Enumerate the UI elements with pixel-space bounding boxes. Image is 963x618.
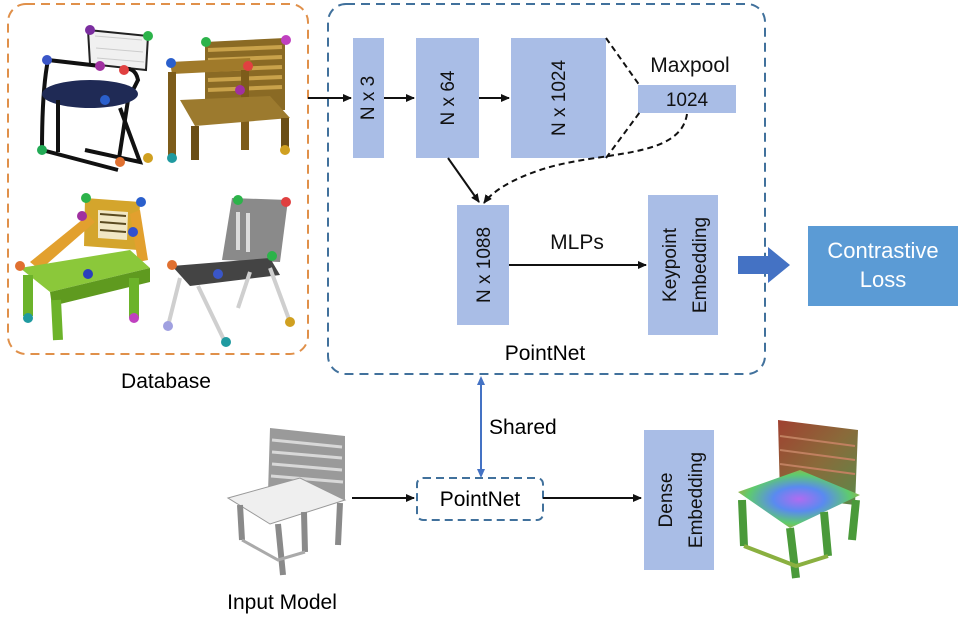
block-maxpool-label: 1024 [666, 90, 709, 111]
block-keypoint-label-1: Keypoint [660, 227, 681, 302]
contrastive-loss-line-2: Loss [860, 267, 906, 292]
contrastive-loss-line-1: Contrastive [827, 238, 938, 263]
input-model-label: Input Model [227, 591, 337, 614]
pointnet-top-frame [327, 3, 766, 375]
dashed-nx1024-to-maxpool-bottom [605, 111, 641, 159]
database-frame [7, 3, 309, 355]
block-nx1088-label: N x 1088 [474, 227, 495, 303]
arrow-nx64-to-nx1088 [447, 157, 480, 203]
block-keypoint-embedding [648, 195, 718, 335]
arrow-to-contrastive-loss [738, 247, 790, 283]
block-nx1024-label: N x 1024 [549, 60, 570, 136]
shared-label: Shared [489, 416, 557, 439]
pointnet-bottom-box [416, 477, 544, 521]
block-nx1024 [511, 38, 606, 158]
block-dense-label-1: Dense [656, 473, 677, 528]
block-keypoint-label-2: Embedding [690, 217, 711, 313]
block-dense-embedding [644, 430, 714, 570]
block-nx1088 [457, 205, 509, 325]
dense-output-image [738, 420, 860, 579]
dashed-maxpool-to-nx1088 [483, 113, 688, 204]
block-nx64 [416, 38, 479, 158]
chair-image-3 [15, 193, 150, 341]
contrastive-loss-box [808, 226, 958, 306]
database-label: Database [121, 370, 211, 393]
dashed-nx1024-to-maxpool [605, 37, 641, 87]
maxpool-label: Maxpool [650, 54, 729, 77]
pointnet-top-label: PointNet [505, 342, 586, 365]
block-maxpool [638, 85, 736, 113]
chair-image-2 [166, 35, 291, 163]
chair-image-4 [163, 195, 295, 347]
block-nx3-label: N x 3 [358, 76, 379, 120]
chair-image-1 [37, 25, 153, 172]
block-nx64-label: N x 64 [438, 70, 459, 125]
block-dense-label-2: Embedding [686, 452, 707, 548]
pointnet-bottom-label: PointNet [440, 488, 521, 511]
mlps-label: MLPs [550, 231, 604, 254]
block-nx3 [353, 38, 384, 158]
input-model-image [226, 428, 347, 576]
